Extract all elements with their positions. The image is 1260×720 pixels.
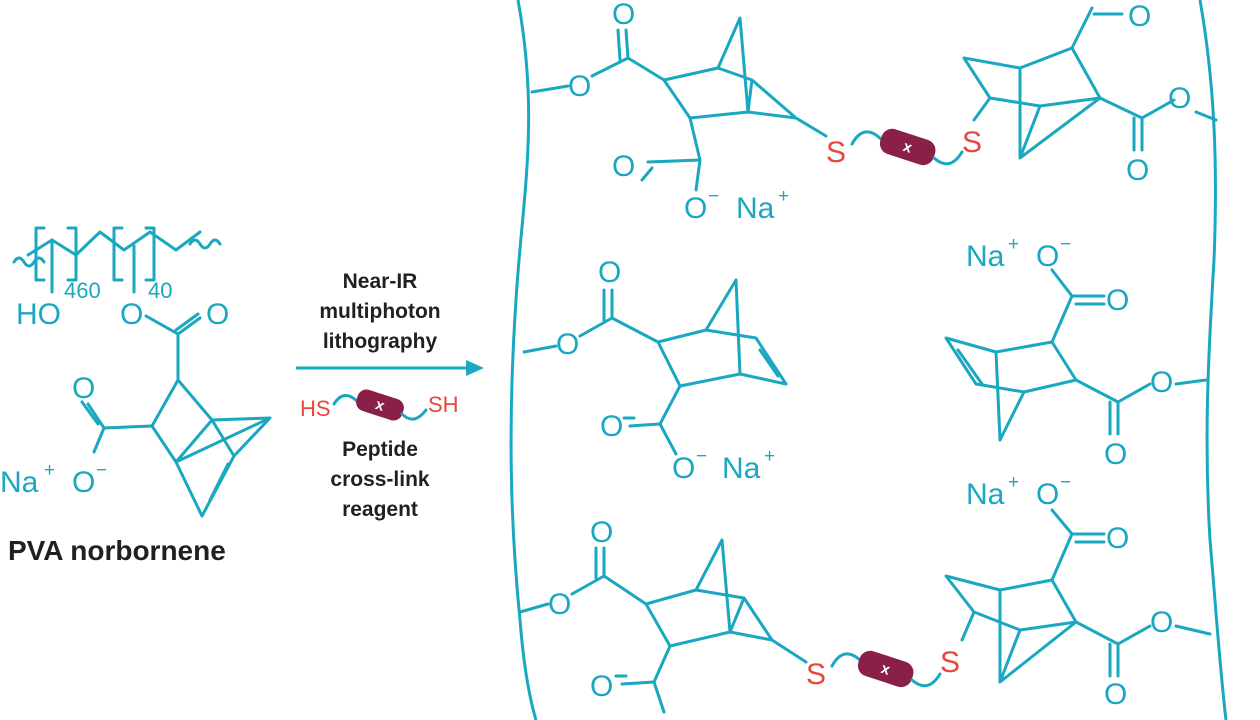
oxygen-label: O — [1104, 678, 1127, 711]
arrow-label-line-3: lithography — [323, 330, 438, 353]
oxygen-label: O — [598, 256, 621, 289]
network-unit-middle-right: Na + O − O O O — [944, 234, 1208, 471]
oxygen-label: O — [1150, 366, 1173, 399]
sulfur-label: S — [940, 646, 960, 679]
monomer-norbornene-ring — [150, 378, 272, 518]
reaction-arrow-group: Near-IR multiphoton lithography HS x SH … — [296, 270, 484, 521]
reagent-caption-line-3: reagent — [342, 498, 418, 521]
reagent-thiol-right: SH — [428, 392, 459, 417]
network-unit-bottom-right: S Na + O − O O O — [940, 472, 1212, 711]
sodium-label: Na — [966, 478, 1005, 511]
sodium-label: Na — [722, 452, 761, 485]
network-unit-middle-left: O O O O − Na + — [522, 256, 788, 485]
polymer-wavy-end-left — [12, 256, 46, 268]
reaction-arrowhead-icon — [466, 360, 484, 376]
subscript-460: 460 — [64, 278, 101, 303]
charge-plus: + — [764, 446, 775, 467]
crosslink-bottom-peptide-pill: x — [857, 650, 914, 688]
reagent-caption-line-1: Peptide — [342, 438, 418, 461]
pva-norbornene-structure: 460 40 HO O O O Na + O − — [0, 226, 272, 518]
crosslink-top-linker-right — [932, 150, 964, 166]
reagent-linker-left — [332, 394, 360, 406]
sodium-label: Na — [736, 192, 775, 225]
oxygen-label: O — [1104, 438, 1127, 471]
oxygen-label: O — [1128, 0, 1151, 33]
sodium-label: Na — [966, 240, 1005, 273]
hydroxyl-label: HO — [16, 298, 61, 331]
oxygen-label: O — [600, 410, 623, 443]
oxygen-label: O — [1150, 606, 1173, 639]
network-unit-top-right: S O O O — [962, 0, 1218, 187]
carbonyl-oxygen-label: O — [206, 298, 229, 331]
monomer-ring-double-bond — [208, 462, 230, 502]
sulfur-label: S — [806, 658, 826, 691]
oxide-label: O — [72, 466, 95, 499]
ester-oxygen-label: O — [120, 298, 143, 331]
network-polymer-chain-left — [509, 0, 538, 720]
oxygen-label: O — [1126, 154, 1149, 187]
network-unit-bottom-left: O O S O — [518, 516, 826, 714]
carboxylate-bonds — [80, 400, 154, 454]
network-polymer-chain-right — [1198, 0, 1228, 720]
network-unit-top-left: O O S O O − Na + — [530, 0, 846, 225]
sodium-charge: + — [44, 460, 55, 481]
oxygen-label: O — [556, 328, 579, 361]
arrow-label-line-1: Near-IR — [343, 270, 418, 293]
charge-plus: + — [1008, 234, 1019, 255]
oxygen-label: O — [1106, 284, 1129, 317]
charge-minus: − — [1060, 472, 1071, 493]
oxygen-label: O — [612, 0, 635, 31]
charge-minus: − — [1060, 234, 1071, 255]
crosslink-bottom-linker-left — [830, 652, 864, 668]
charge-plus: + — [1008, 472, 1019, 493]
reagent-thiol-left: HS — [300, 396, 331, 421]
oxygen-label: O — [1168, 82, 1191, 115]
ester-linkage — [144, 312, 202, 382]
reagent-linker-right — [400, 408, 428, 421]
oxide-charge: − — [96, 460, 107, 481]
sodium-ion-label: Na — [0, 466, 39, 499]
oxygen-label: O — [548, 588, 571, 621]
oxygen-label: O — [612, 150, 635, 183]
oxygen-label: O — [1036, 478, 1059, 511]
oxygen-label: O — [590, 670, 613, 703]
charge-minus: − — [696, 446, 707, 467]
sulfur-label: S — [962, 126, 982, 159]
crosslinked-network: O O S O O − Na + x S O O — [509, 0, 1228, 720]
polymer-wavy-end-right — [188, 238, 222, 250]
oxygen-label: O — [672, 452, 695, 485]
reagent-peptide-pill: x — [356, 389, 404, 421]
charge-minus: − — [708, 186, 719, 207]
crosslink-top-peptide-pill: x — [879, 128, 936, 166]
reagent-caption-line-2: cross-link — [330, 468, 430, 491]
crosslink-top-linker-left — [850, 130, 884, 146]
sulfur-label: S — [826, 136, 846, 169]
subscript-40: 40 — [148, 278, 172, 303]
oxygen-label: O — [568, 70, 591, 103]
oxygen-label: O — [684, 192, 707, 225]
repeat-bracket-1 — [34, 226, 78, 282]
crosslink-bottom-linker-right — [910, 672, 942, 688]
monomer-title: PVA norbornene — [8, 535, 226, 566]
arrow-label-line-2: multiphoton — [319, 300, 440, 323]
polymer-backbone — [26, 230, 202, 257]
charge-plus: + — [778, 186, 789, 207]
repeat-bracket-2 — [112, 226, 156, 282]
oxygen-label: O — [590, 516, 613, 549]
oxygen-label: O — [1106, 522, 1129, 555]
oxygen-label: O — [1036, 240, 1059, 273]
carboxylate-oxygen-label: O — [72, 372, 95, 405]
